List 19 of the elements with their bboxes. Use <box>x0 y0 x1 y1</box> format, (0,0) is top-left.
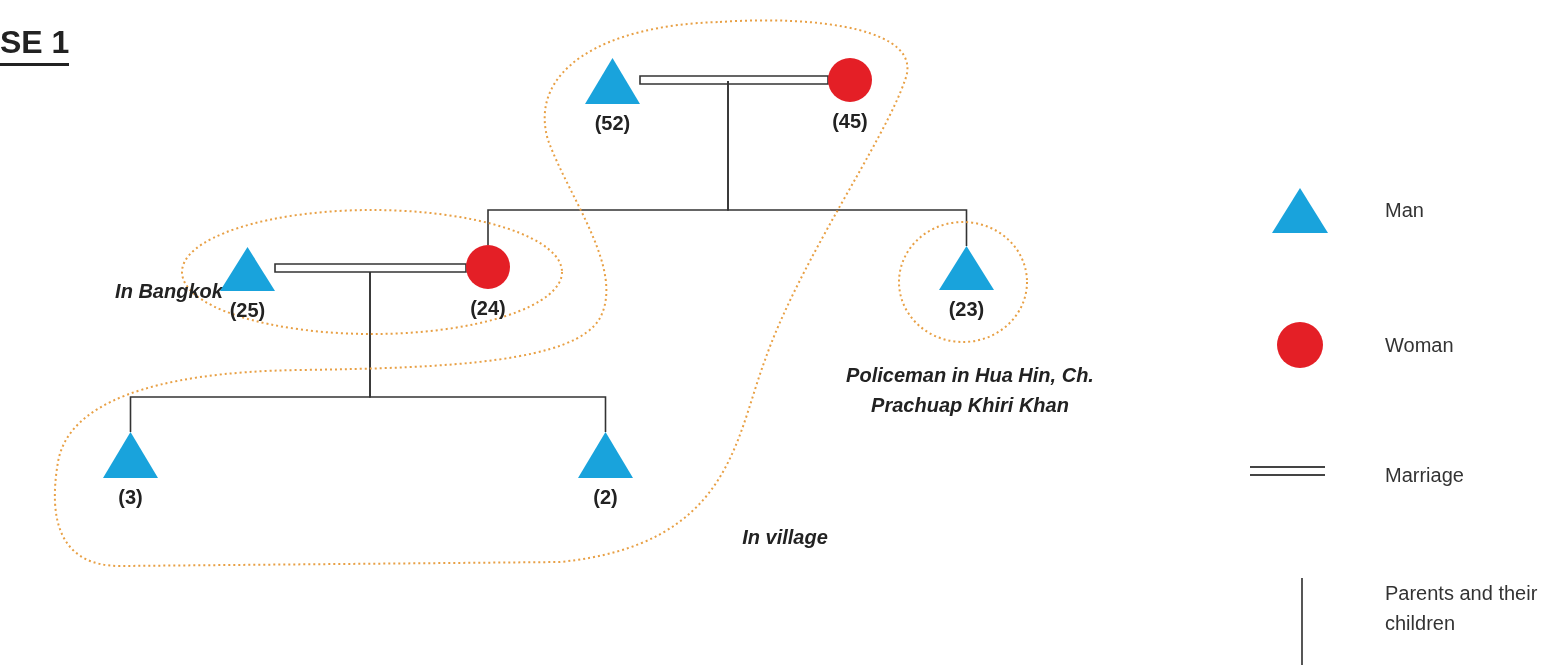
age-label: (45) <box>832 110 868 133</box>
age-label: (23) <box>948 298 985 321</box>
region-label: Policeman in Hua Hin, Ch. Prachuap Khiri Khan <box>845 363 1095 418</box>
legend-label: Parents and their children <box>1385 581 1539 636</box>
legend-label: Woman <box>1385 333 1455 358</box>
region-label: In village <box>741 525 829 550</box>
age-label: (25) <box>229 299 266 322</box>
descent-line <box>727 80 968 247</box>
age-label: (3) <box>118 486 143 509</box>
age-label: (24) <box>470 297 506 320</box>
region-label: In Bangkok <box>114 279 224 304</box>
age-label: (2) <box>593 486 618 509</box>
age-label: (52) <box>594 112 631 135</box>
legend-label: Man <box>1385 198 1425 223</box>
descent-line <box>369 271 607 433</box>
title: SE 1 <box>0 24 70 66</box>
legend-label: Marriage <box>1385 463 1465 488</box>
marriage-line <box>274 263 467 273</box>
marriage-line <box>639 75 829 85</box>
